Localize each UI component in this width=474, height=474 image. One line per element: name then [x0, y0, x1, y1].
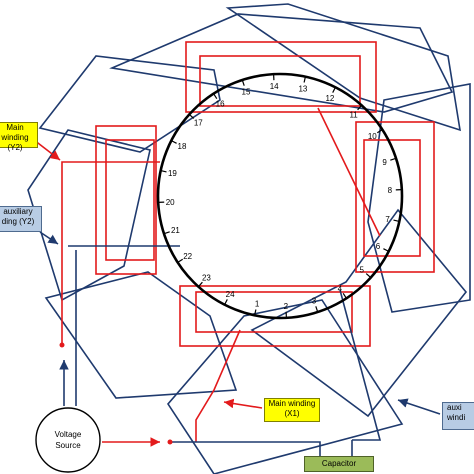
voltage-source-label-line1: Voltage: [55, 430, 82, 439]
label-main-x1-line2: (X1): [284, 409, 300, 418]
arrow-main-y2: [33, 139, 61, 161]
slot-number-7: 7: [385, 215, 390, 224]
terminal-dot-x1: [167, 439, 173, 445]
main-cross-13-7: [317, 107, 381, 237]
slot-tick-3: [315, 306, 319, 313]
main-winding-coils: [61, 41, 435, 442]
main-coil-right-inner: [363, 139, 421, 257]
slot-tick-11: [357, 104, 363, 111]
source-to-capacitor: [170, 441, 321, 456]
slot-tick-10: [376, 129, 383, 134]
slot-tick-22: [177, 258, 184, 263]
slot-number-14: 14: [270, 82, 279, 91]
arrow-aux-y2: [39, 231, 59, 245]
slot-number-3: 3: [312, 297, 317, 306]
aux-coil-bottom: [166, 299, 404, 474]
slot-number-18: 18: [178, 142, 187, 151]
slot-number-2: 2: [284, 302, 289, 311]
main-coil-top-outer: [185, 41, 377, 113]
slot-number-22: 22: [183, 252, 192, 261]
main-coil-top-inner: [199, 55, 361, 107]
main-lead-y2: [61, 161, 160, 345]
slot-tick-17: [188, 113, 195, 119]
slot-tick-4: [342, 292, 347, 299]
slot-number-21: 21: [171, 226, 180, 235]
label-aux-y2-line1: auxiliary: [3, 207, 33, 216]
aux-leads: [68, 245, 382, 456]
slot-tick-12: [332, 87, 336, 93]
label-main-winding-y2: Main winding (Y2): [0, 122, 38, 152]
arrow-aux-x1: [397, 398, 441, 415]
slot-tick-6: [383, 248, 389, 252]
slot-tick-18: [171, 140, 177, 144]
aux-lead-x1: [339, 289, 382, 441]
label-capacitor: Capacitor: [304, 456, 374, 472]
label-aux-x1-line2: windi: [447, 413, 466, 422]
label-main-winding-x1: Main winding (X1): [264, 398, 320, 422]
main-lead-x1: [195, 329, 241, 442]
main-coil-left-outer: [95, 125, 157, 275]
voltage-source: [35, 407, 101, 473]
slot-number-24: 24: [226, 290, 235, 299]
slot-number-23: 23: [202, 274, 211, 283]
slot-tick-13: [303, 76, 306, 83]
slot-tick-9: [390, 157, 397, 161]
slot-number-13: 13: [298, 84, 307, 93]
main-coil-bottom-inner: [195, 291, 353, 333]
aux-coil-bottom-left: [44, 271, 238, 399]
label-auxiliary-winding-x1: auxi windi: [442, 402, 474, 430]
slot-number-12: 12: [325, 94, 334, 103]
voltage-source-label-line2: Source: [55, 441, 81, 450]
aux-coil-bottom-right: [250, 208, 468, 418]
label-aux-x1-line1: auxi: [447, 403, 462, 412]
slot-number-11: 11: [349, 110, 358, 119]
main-coil-bottom-outer: [179, 285, 371, 347]
slot-tick-19: [160, 170, 167, 173]
slot-tick-24: [224, 299, 228, 305]
auxiliary-winding-coils: [27, 3, 471, 474]
slot-number-9: 9: [382, 158, 387, 167]
slot-tick-5: [365, 273, 372, 279]
aux-coil-left: [27, 129, 151, 302]
label-main-y2-line2: winding (Y2): [1, 133, 29, 152]
terminal-dot-y2: [59, 342, 65, 348]
slot-tick-16: [213, 93, 218, 100]
slot-tick-21: [163, 231, 170, 235]
label-auxiliary-winding-y2: auxiliary ding (Y2): [0, 206, 42, 232]
slot-number-6: 6: [376, 242, 381, 251]
slot-number-20: 20: [166, 198, 175, 207]
slot-number-15: 15: [242, 87, 251, 96]
label-main-x1-line1: Main winding: [268, 399, 316, 408]
slot-tick-7: [393, 219, 400, 222]
slot-number-8: 8: [388, 186, 393, 195]
main-coil-left-inner: [105, 139, 155, 261]
slot-number-17: 17: [194, 118, 203, 127]
slot-number-16: 16: [216, 100, 225, 109]
aux-coil-outer-top: [109, 13, 454, 113]
aux-coil-top-right: [225, 3, 461, 132]
slot-number-5: 5: [359, 266, 364, 275]
slot-number-1: 1: [255, 300, 260, 309]
label-aux-y2-line2: ding (Y2): [1, 217, 35, 226]
slot-tick-15: [241, 79, 245, 86]
stator-ring: [156, 72, 404, 320]
label-main-y2-line1: Main: [6, 123, 24, 132]
slot-number-10: 10: [368, 132, 377, 141]
main-coil-right-outer: [355, 121, 435, 273]
slot-number-4: 4: [338, 284, 343, 293]
aux-coil-right: [367, 83, 471, 313]
arrow-main-x1: [223, 398, 263, 409]
slot-tick-1: [254, 309, 257, 316]
slot-number-19: 19: [168, 169, 177, 178]
slot-tick-23: [197, 281, 203, 288]
aux-coil-top-left: [38, 55, 221, 153]
